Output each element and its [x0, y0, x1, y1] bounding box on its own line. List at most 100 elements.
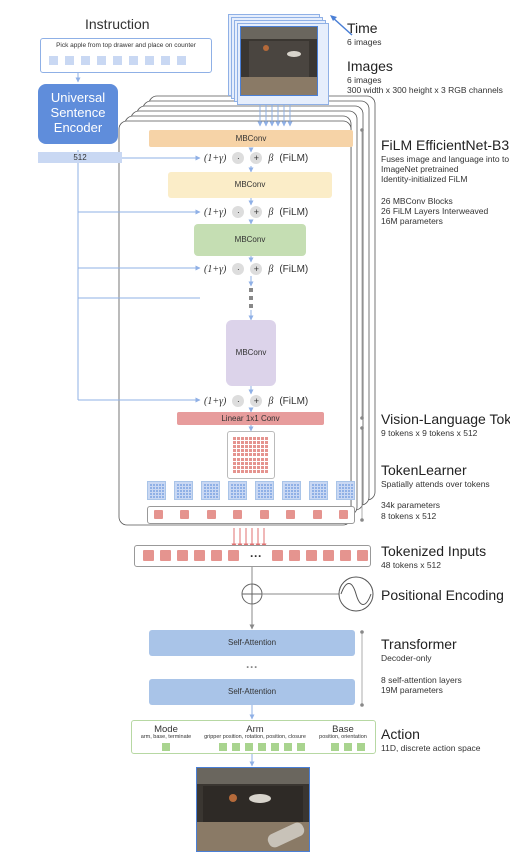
vision-token-cell: [253, 469, 256, 473]
action-token: [297, 743, 305, 751]
vision-token-cell: [257, 461, 260, 465]
time-desc: 6 images: [347, 37, 382, 47]
tokenlearner-token: [259, 510, 269, 519]
multiply-node: ·: [232, 263, 245, 275]
mbconv-block-1: MBConv: [149, 130, 353, 147]
instruction-text: Pick apple from top drawer and place on …: [56, 42, 196, 49]
film-label: (FiLM): [279, 395, 309, 407]
vision-token-cell: [245, 449, 248, 453]
add-node: +: [250, 206, 263, 218]
vision-token-cell: [233, 461, 236, 465]
vision-token-cell: [245, 453, 248, 457]
images-title: Images: [347, 58, 393, 74]
tokenized-desc: 48 tokens x 512: [381, 560, 442, 570]
vision-token-cell: [261, 461, 264, 465]
encoder-label: Universal Sentence Encoder: [50, 90, 106, 135]
mbconv-label: MBConv: [235, 348, 267, 357]
vision-token-cell: [253, 449, 256, 453]
multiply-node: ·: [232, 152, 245, 164]
vision-token-cell: [257, 441, 260, 445]
vision-token-cell: [233, 457, 236, 461]
vlt-desc: 9 tokens x 9 tokens x 512: [381, 428, 478, 438]
vision-token-cell: [265, 449, 268, 453]
add-node: +: [250, 152, 263, 164]
vision-token-cell: [237, 437, 240, 440]
vision-token-cell: [233, 453, 236, 457]
action-mode-desc: arm, base, terminate: [140, 734, 192, 740]
vision-token-cell: [233, 445, 236, 449]
vision-token-cell: [249, 461, 252, 465]
vision-token-cell: [249, 453, 252, 457]
vision-token-cell: [261, 437, 264, 440]
tokenlearner-token: [154, 510, 163, 519]
transformer-stat-1: 8 self-attention layers: [381, 675, 462, 685]
film-layer-3: (1+γ) · + β (FiLM): [204, 262, 308, 276]
robot-camera-image: [240, 26, 318, 96]
film-layer-1: (1+γ) · + β (FiLM): [204, 151, 308, 165]
vision-token-cell: [233, 465, 236, 469]
self-attention-label: Self-Attention: [227, 638, 277, 647]
transformer-title: Transformer: [381, 636, 457, 652]
vision-token-cell: [261, 469, 264, 473]
one-plus-gamma: (1+γ): [204, 206, 227, 218]
vision-token-cell: [261, 441, 264, 445]
action-mode-tokens: [162, 743, 170, 751]
vision-token-cell: [265, 461, 268, 465]
film-stat-1: 26 MBConv Blocks: [381, 196, 453, 206]
vision-token-cell: [237, 449, 240, 453]
vision-token-cell: [249, 445, 252, 449]
vision-token-cell: [241, 453, 244, 457]
one-plus-gamma: (1+γ): [204, 263, 227, 275]
vision-token-cell: [257, 437, 260, 440]
vision-token-cell: [245, 457, 248, 461]
self-attention-label: Self-Attention: [227, 687, 277, 696]
tokenlearner-desc: Spatially attends over tokens: [381, 479, 490, 489]
multiply-node: ·: [232, 395, 245, 407]
film-layer-4: (1+γ) · + β (FiLM): [204, 394, 308, 408]
vision-token-cell: [245, 445, 248, 449]
tokenlearner-token: [312, 510, 322, 519]
positional-title: Positional Encoding: [381, 587, 504, 603]
action-token: [162, 743, 170, 751]
vision-token-cell: [261, 457, 264, 461]
vision-token-cell: [241, 457, 244, 461]
vision-token-cell: [249, 469, 252, 473]
action-token: [344, 743, 352, 751]
film-title: FiLM EfficientNet-B3: [381, 137, 510, 153]
vision-token-cell: [237, 461, 240, 465]
mbconv-label: MBConv: [234, 235, 266, 244]
universal-sentence-encoder: Universal Sentence Encoder: [38, 84, 118, 144]
action-token: [258, 743, 266, 751]
action-token: [357, 743, 365, 751]
vision-token-cell: [237, 469, 240, 473]
vision-token-cell: [237, 457, 240, 461]
tokenized-right-tokens: [272, 550, 368, 561]
vision-token-cell: [249, 457, 252, 461]
tokenlearner-token: [206, 510, 216, 519]
vision-token-cell: [253, 441, 256, 445]
film-desc-2: ImageNet pretrained: [381, 164, 459, 174]
instruction-title: Instruction: [85, 16, 150, 32]
vision-token-cell: [245, 469, 248, 473]
film-desc-3: Identity-initialized FiLM: [381, 174, 468, 184]
vision-token-cell: [257, 457, 260, 461]
action-base-tokens: [331, 743, 365, 751]
action-base-name: Base: [332, 724, 354, 735]
vision-token-cell: [257, 465, 260, 469]
vision-token-cell: [241, 437, 244, 440]
vlt-title: Vision-Language Toke: [381, 411, 510, 427]
vision-token-cell: [253, 461, 256, 465]
vision-token-cell: [249, 465, 252, 469]
vision-token-cell: [241, 465, 244, 469]
action-token: [331, 743, 339, 751]
vision-token-cell: [253, 453, 256, 457]
vision-token-cell: [261, 453, 264, 457]
vision-token-cell: [261, 445, 264, 449]
tokenlearner-attention-map: [282, 481, 301, 500]
action-arm-desc: gripper position, rotation, position, cl…: [204, 734, 306, 740]
conv-label: Linear 1x1 Conv: [221, 414, 280, 423]
mbconv-block-4: MBConv: [226, 320, 276, 386]
tokenlearner-stat-2: 8 tokens x 512: [381, 511, 437, 521]
vision-token-cell: [265, 457, 268, 461]
film-desc-1: Fuses image and language into to: [381, 154, 510, 164]
